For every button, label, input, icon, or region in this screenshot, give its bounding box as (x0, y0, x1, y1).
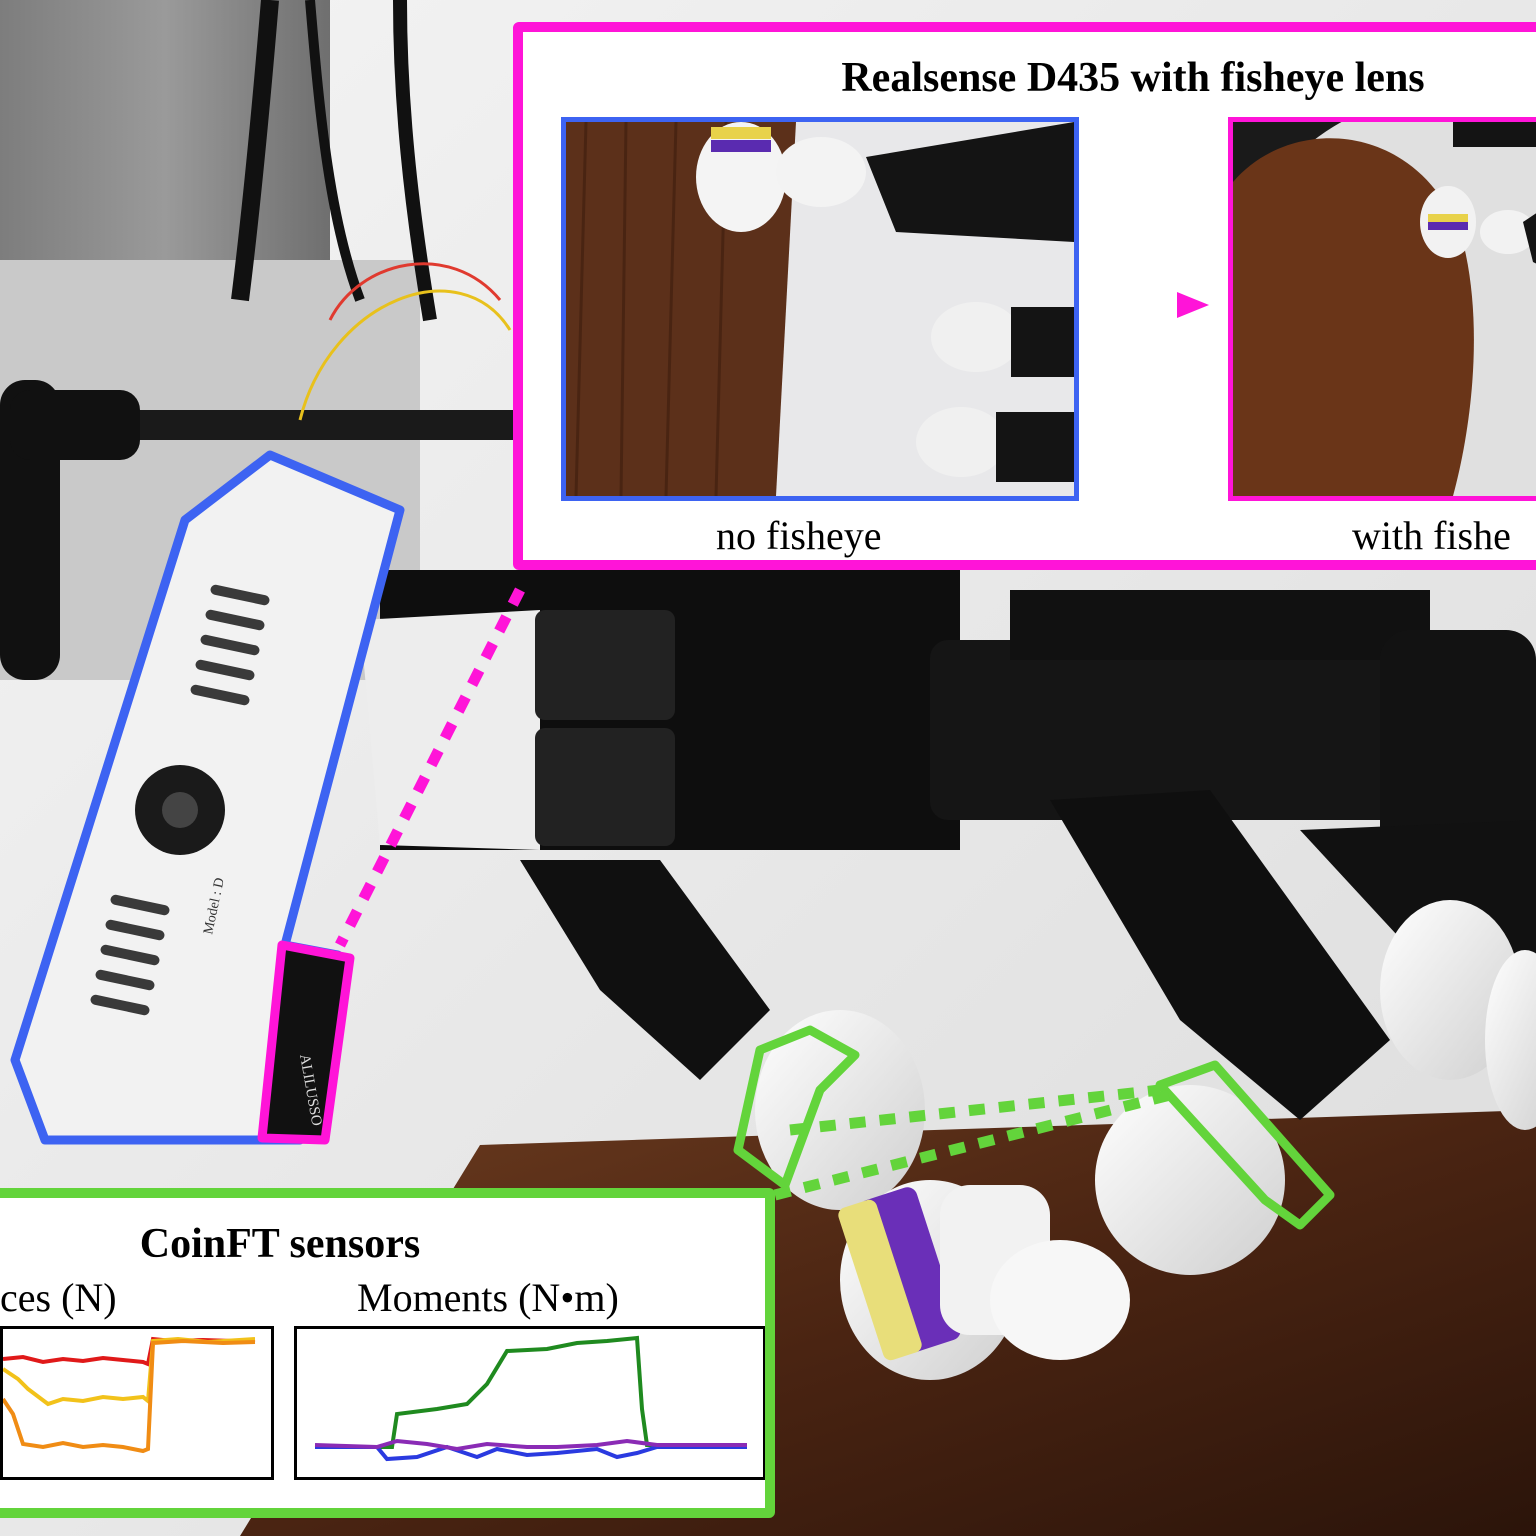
fisheye-view (1228, 117, 1536, 501)
coinft-callout: CoinFT sensors ces (N) Moments (N•m) (0, 1188, 775, 1518)
moments-label: Moments (N•m) (357, 1275, 619, 1320)
camera-callout-title: Realsense D435 with fisheye lens (841, 55, 1425, 101)
arrow-right-icon (1095, 292, 1209, 318)
forces-label: ces (N) (0, 1275, 117, 1320)
forces-plot (0, 1326, 274, 1480)
moments-series-purple (314, 1438, 747, 1452)
moments-series-blue (315, 1444, 747, 1462)
coinft-title: CoinFT sensors (139, 1221, 421, 1267)
no-fisheye-caption: no fisheye (716, 513, 882, 558)
forces-series-orange (3, 1338, 256, 1454)
moments-plot (294, 1326, 765, 1480)
camera-callout: Realsense D435 with fisheye lens (513, 22, 1536, 570)
with-fisheye-caption: with fishe (1352, 513, 1511, 558)
moments-series-green (315, 1335, 747, 1449)
no-fisheye-view (561, 117, 1079, 501)
forces-series-yellow (3, 1336, 256, 1407)
